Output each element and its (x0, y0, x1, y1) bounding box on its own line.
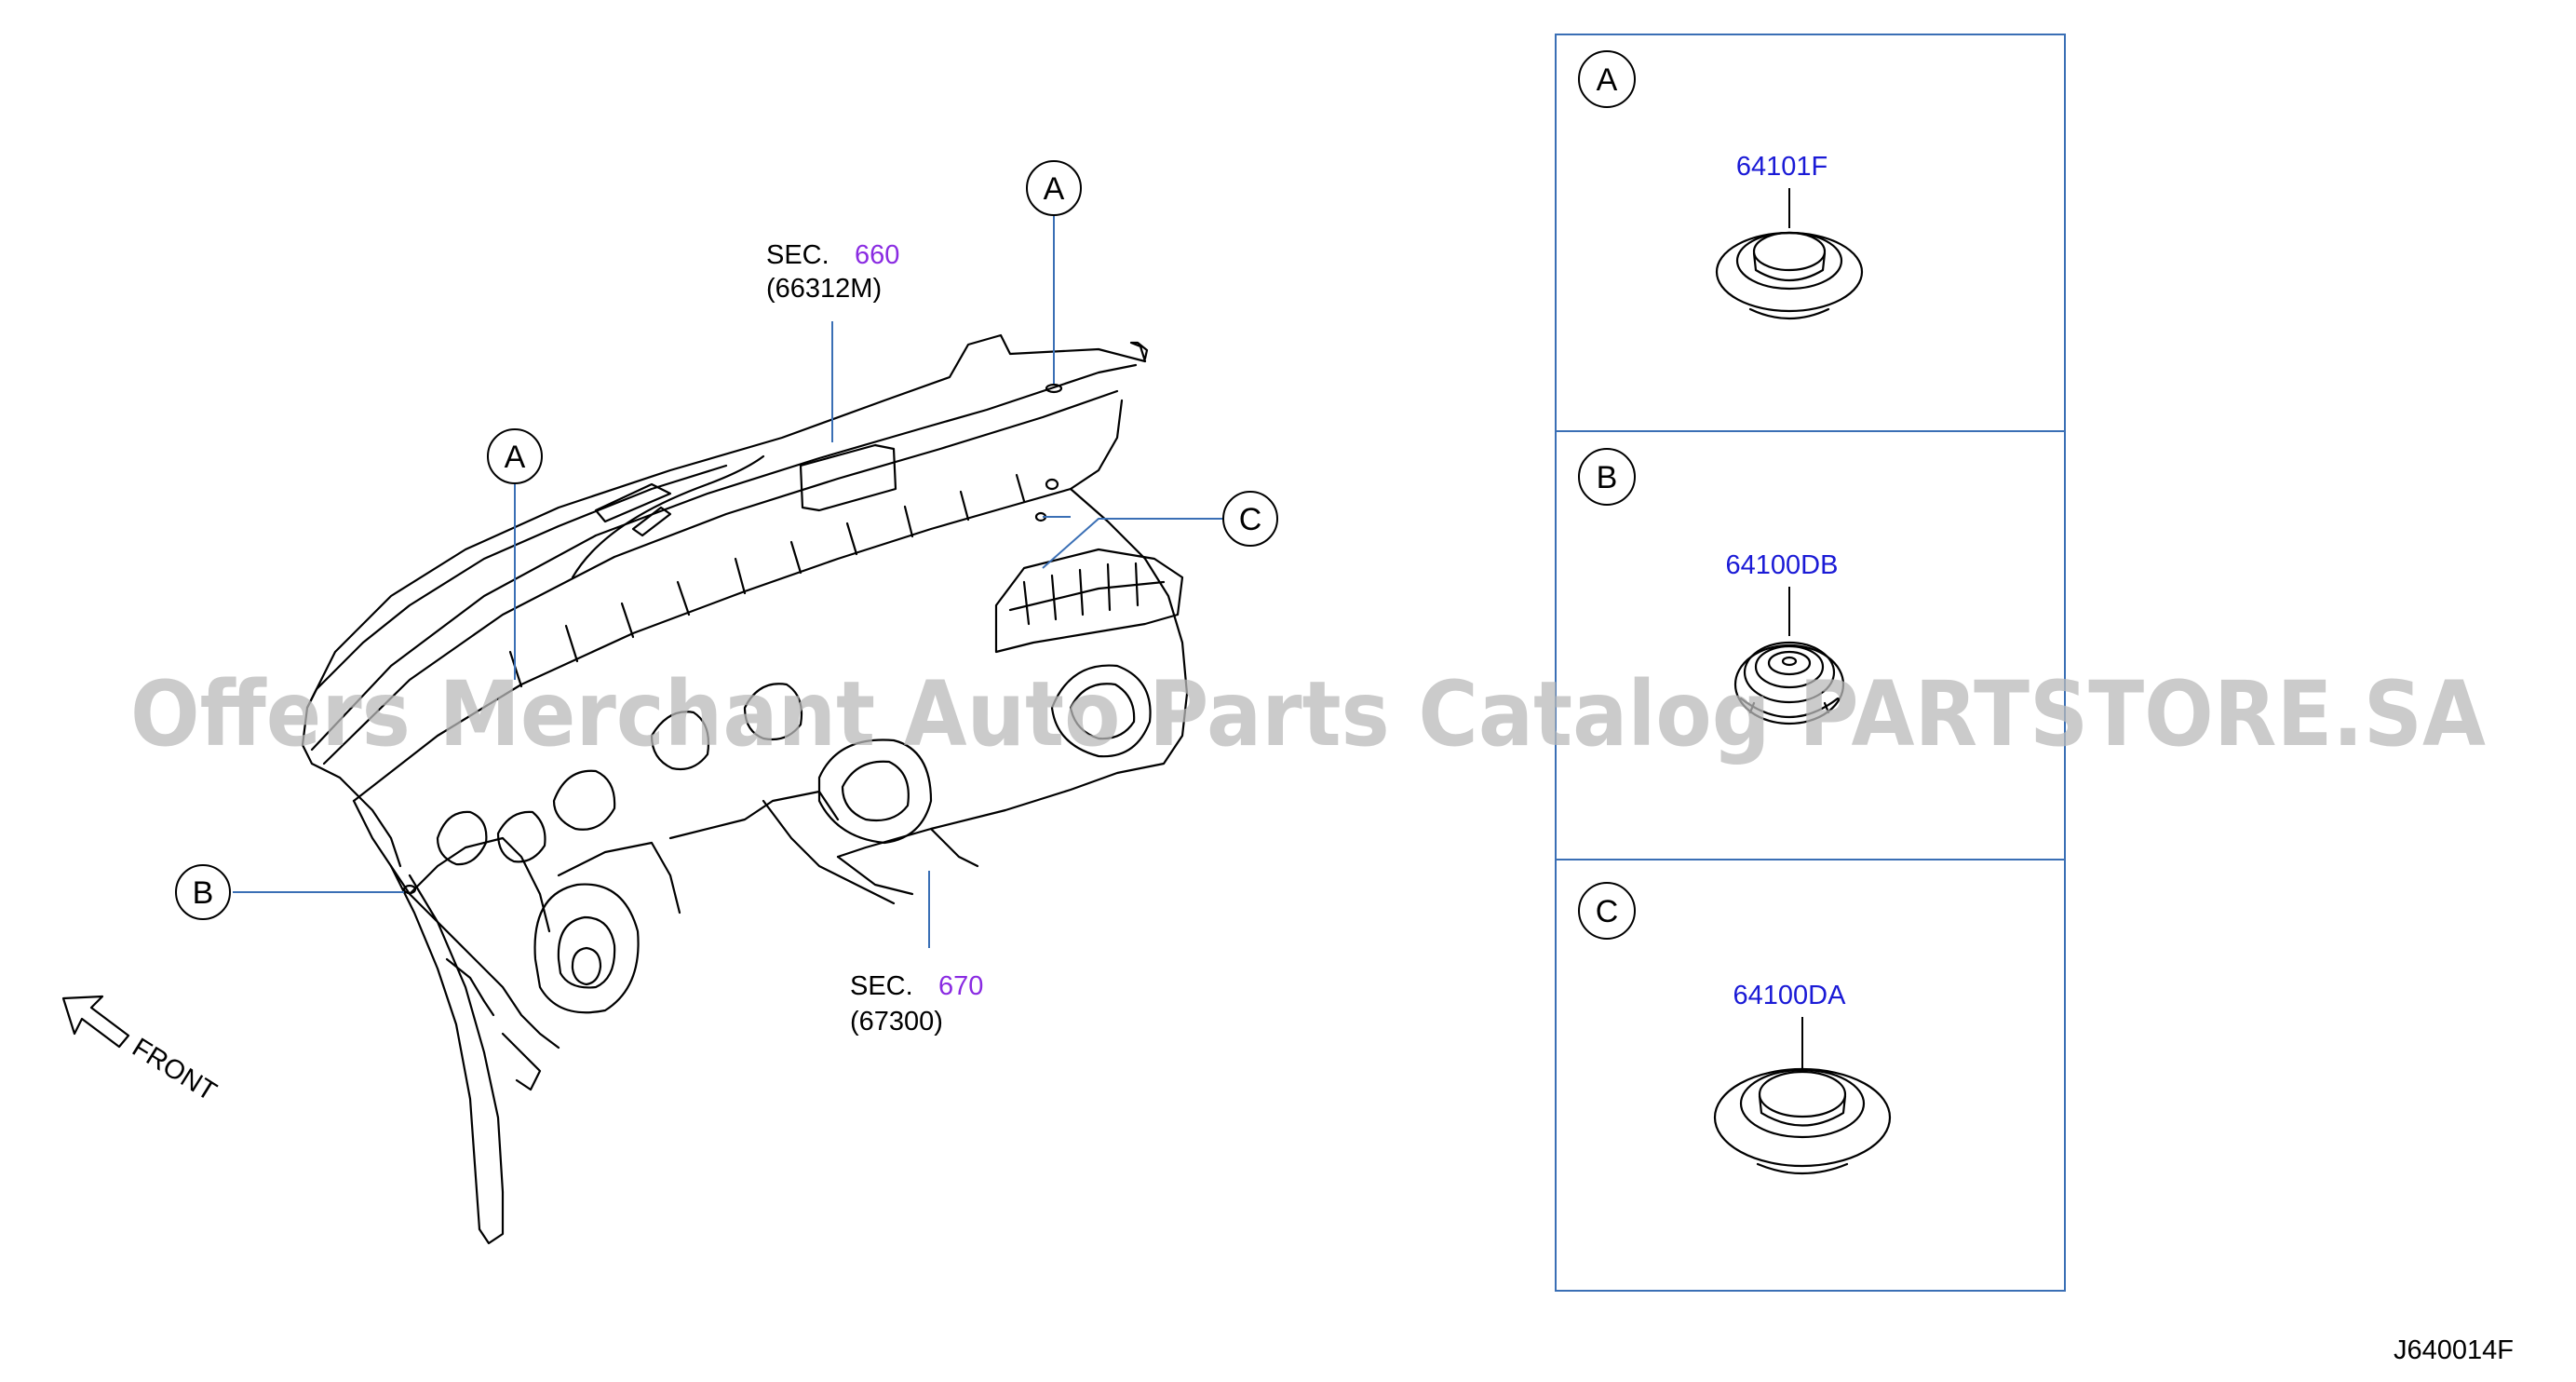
callout-right-c: C (1222, 491, 1278, 547)
svg-text:C: C (1596, 894, 1619, 929)
detail-panels (1555, 34, 2066, 1292)
svg-text:A: A (505, 440, 526, 475)
grommet-c-drawing (1713, 1067, 1892, 1175)
svg-text:670: 670 (938, 971, 983, 1001)
watermark-text: Offers Merchant Auto Parts Catalog PARTS… (130, 662, 2486, 766)
detail-panel-a: A 64101F (1578, 50, 1864, 320)
part-number-b: 64100DB (1726, 550, 1839, 580)
callout-left-a: A (487, 428, 543, 484)
svg-text:A: A (1044, 171, 1065, 207)
svg-text:660: 660 (855, 240, 899, 270)
dash-panel-drawing (301, 333, 1189, 1245)
svg-text:(66312M): (66312M) (766, 274, 882, 304)
drawing-code: J640014F (2394, 1335, 2514, 1365)
part-number-a: 64101F (1736, 152, 1827, 182)
callout-left-b: B (175, 864, 231, 920)
grommet-a-drawing (1715, 231, 1864, 320)
svg-text:B: B (1597, 460, 1618, 495)
detail-panel-b: B 64100DB (1578, 448, 1845, 725)
section-label-lower: SEC. 670 (67300) (850, 971, 983, 1036)
leader-lines (233, 212, 1227, 948)
part-number-c: 64100DA (1733, 981, 1847, 1010)
detail-panel-c: C 64100DA (1578, 882, 1892, 1175)
svg-text:SEC.: SEC. (766, 240, 829, 270)
svg-text:(67300): (67300) (850, 1007, 943, 1036)
section-label-upper: SEC. 660 (66312M) (766, 240, 899, 304)
svg-text:C: C (1239, 502, 1262, 537)
callout-top-a: A (1026, 160, 1082, 216)
front-label: FRONT (127, 1033, 222, 1107)
svg-text:B: B (193, 875, 214, 911)
grommet-b-drawing (1733, 641, 1845, 725)
svg-text:SEC.: SEC. (850, 971, 913, 1001)
svg-text:A: A (1597, 62, 1618, 98)
front-direction-arrow: FRONT (61, 995, 222, 1107)
